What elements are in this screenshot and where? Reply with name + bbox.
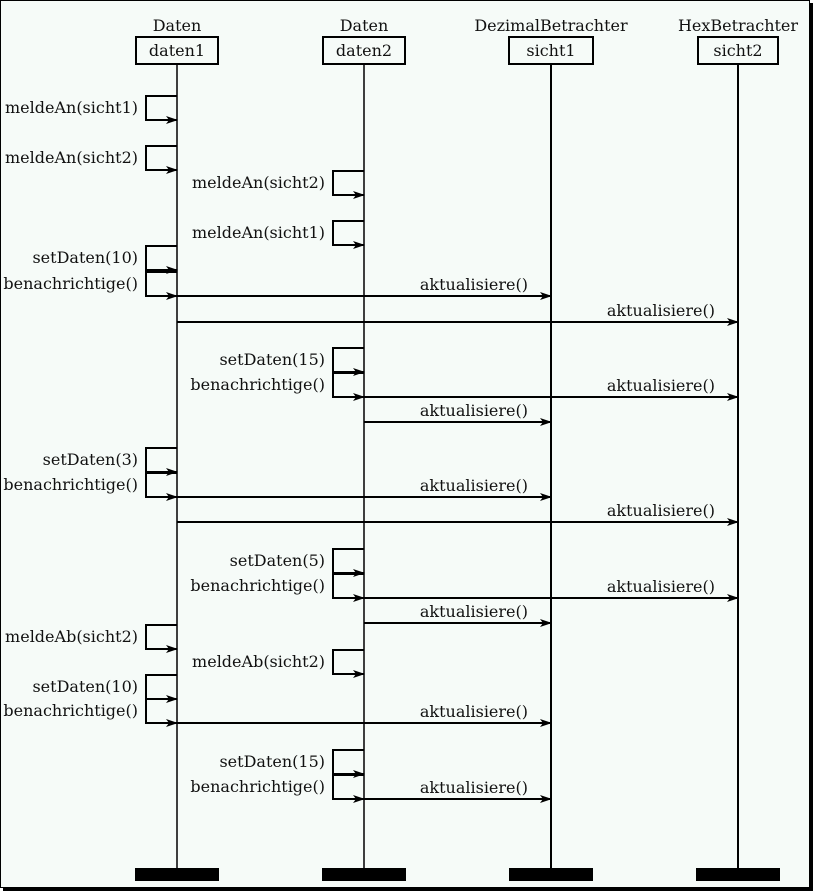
self-message-arrow	[145, 624, 178, 653]
participant-type: Daten	[153, 16, 202, 35]
message-label: benachrichtige()	[3, 475, 138, 494]
participant-type: DezimalBetrachter	[474, 16, 628, 35]
message-label: meldeAn(sicht2)	[5, 148, 138, 167]
message-label: setDaten(15)	[219, 752, 325, 771]
message-label: aktualisiere()	[420, 702, 528, 721]
message-label: meldeAn(sicht1)	[5, 98, 138, 117]
message-label: benachrichtige()	[190, 576, 325, 595]
lifeline-end-bar	[696, 868, 780, 881]
message-label: setDaten(3)	[43, 450, 138, 469]
message-label: aktualisiere()	[607, 501, 715, 520]
message-label: aktualisiere()	[420, 401, 528, 420]
self-message-arrow	[332, 372, 365, 401]
message-label: setDaten(5)	[230, 551, 325, 570]
message-label: aktualisiere()	[420, 476, 528, 495]
self-message-arrow	[145, 145, 178, 174]
participant-name: sicht2	[713, 41, 762, 60]
message-label: setDaten(15)	[219, 350, 325, 369]
lifeline-end-bar	[509, 868, 593, 881]
message-label: meldeAn(sicht1)	[192, 223, 325, 242]
self-message-arrow	[332, 548, 365, 577]
message-label: aktualisiere()	[607, 301, 715, 320]
message-label: setDaten(10)	[32, 248, 138, 267]
lifeline-end-bar	[322, 868, 406, 881]
message-label: meldeAb(sicht2)	[192, 652, 325, 671]
self-message-arrow	[145, 447, 178, 476]
self-message-arrow	[332, 774, 365, 803]
self-message-arrow	[332, 220, 365, 249]
participant-type: Daten	[340, 16, 389, 35]
message-label: aktualisiere()	[420, 602, 528, 621]
participant-name: daten1	[149, 41, 205, 60]
message-label: benachrichtige()	[190, 777, 325, 796]
participant-box	[697, 36, 779, 65]
self-message-arrow	[332, 649, 365, 678]
message-label: meldeAb(sicht2)	[5, 627, 138, 646]
participant-box	[135, 36, 219, 65]
participant-type: HexBetrachter	[678, 16, 798, 35]
self-message-arrow	[332, 573, 365, 602]
self-message-arrow	[332, 170, 365, 199]
message-label: aktualisiere()	[607, 376, 715, 395]
self-message-arrow	[145, 674, 178, 703]
message-label: benachrichtige()	[3, 701, 138, 720]
self-message-arrow	[145, 271, 178, 300]
self-message-arrow	[332, 749, 365, 778]
self-message-arrow	[145, 698, 178, 727]
message-label: aktualisiere()	[607, 577, 715, 596]
message-label: meldeAn(sicht2)	[192, 173, 325, 192]
self-message-arrow	[145, 245, 178, 274]
message-label: benachrichtige()	[3, 274, 138, 293]
message-label: aktualisiere()	[420, 778, 528, 797]
participant-box	[508, 36, 594, 65]
participant-name: daten2	[336, 41, 392, 60]
message-label: benachrichtige()	[190, 375, 325, 394]
self-message-arrow	[145, 472, 178, 501]
self-message-arrow	[145, 95, 178, 124]
participant-name: sicht1	[526, 41, 575, 60]
message-label: setDaten(10)	[32, 677, 138, 696]
lifeline-end-bar	[135, 868, 219, 881]
self-message-arrow	[332, 347, 365, 376]
message-label: aktualisiere()	[420, 275, 528, 294]
participant-box	[322, 36, 406, 65]
